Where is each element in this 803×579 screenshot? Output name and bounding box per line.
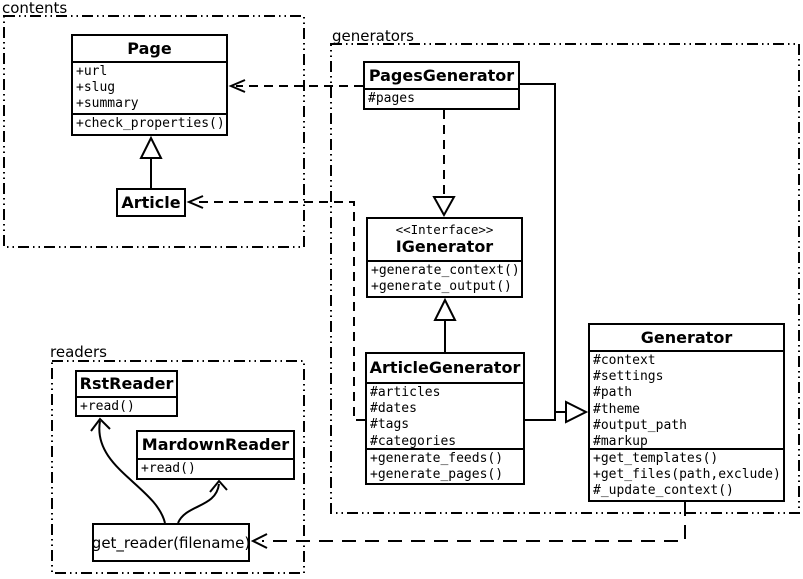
inheritance-arrow-article-to-page [139, 135, 163, 188]
attribute: #markup [593, 434, 648, 450]
open-arrowhead-icon [228, 79, 246, 93]
package-label-contents: contents [2, 0, 68, 17]
class-igenerator-methods: +generate_context() +generate_output() [368, 262, 521, 296]
class-pagesgenerator-name: PagesGenerator [365, 63, 518, 90]
dependency-arrow-articlegenerator-to-article [186, 195, 365, 421]
attribute: #pages [368, 91, 415, 106]
hollow-triangle-icon [433, 297, 457, 321]
package-label-readers: readers [50, 343, 107, 361]
attribute: #dates [370, 401, 417, 417]
method: +get_files(path,exclude) [593, 467, 781, 483]
class-generator-name: Generator [590, 325, 783, 352]
attribute: +summary [76, 96, 139, 112]
method: +generate_feeds() [370, 451, 504, 466]
open-arrowhead-icon [90, 417, 111, 432]
stereotype-label: <<Interface>> [395, 222, 494, 237]
class-page: Page +url +slug +summary +check_properti… [71, 34, 228, 136]
attribute: #output_path [593, 417, 687, 433]
attribute: #categories [370, 433, 457, 449]
attribute: #path [593, 385, 633, 401]
class-igenerator-name: <<Interface>> IGenerator [368, 219, 521, 262]
class-name-text: IGenerator [395, 237, 494, 256]
method: +generate_context() [371, 263, 520, 278]
method: +get_templates() [593, 451, 719, 466]
method: +read() [141, 461, 196, 476]
hollow-triangle-icon [139, 135, 163, 159]
class-page-name: Page [73, 36, 226, 63]
class-articlegenerator-name: ArticleGenerator [367, 354, 523, 384]
class-rstreader-name: RstReader [77, 372, 176, 398]
dashed-line [194, 201, 365, 421]
line-from-pagesgenerator [520, 83, 565, 413]
class-article: Article [116, 188, 186, 217]
attribute: +slug [76, 80, 116, 96]
curve [98, 420, 166, 524]
inheritance-arrow-articlegenerator-to-igenerator [433, 297, 457, 352]
method: +read() [80, 399, 135, 414]
dashed-line [262, 502, 686, 542]
class-mardownreader: MardownReader +read() [136, 430, 295, 480]
class-generator-methods: +get_templates() +get_files(path,exclude… [590, 450, 783, 500]
open-arrowhead-icon [186, 195, 204, 209]
call-arrow-getreader-to-mardownreader [177, 479, 228, 524]
dependency-arrow-pagesgenerator-to-page [228, 79, 363, 93]
class-articlegenerator-attributes: #articles #dates #tags #categories [367, 384, 523, 450]
attribute: #theme [593, 401, 640, 417]
attribute: #context [593, 353, 656, 368]
hollow-triangle-icon [565, 400, 589, 424]
attribute: #tags [370, 417, 410, 433]
method: +check_properties() [76, 116, 225, 131]
class-article-name: Article [121, 192, 181, 212]
package-border-generators [330, 43, 800, 514]
call-arrow-getreader-to-rstreader [90, 417, 166, 524]
attribute: +url [76, 64, 108, 79]
class-generator-attributes: #context #settings #path #theme #output_… [590, 352, 783, 450]
attribute: #articles [370, 385, 441, 400]
class-mardownreader-name: MardownReader [138, 432, 293, 460]
class-igenerator: <<Interface>> IGenerator +generate_conte… [366, 217, 523, 298]
line-from-articlegenerator [525, 412, 556, 421]
class-rstreader: RstReader +read() [75, 370, 178, 417]
open-arrowhead-icon [250, 533, 268, 549]
hollow-triangle-icon [432, 196, 456, 218]
attribute: #settings [593, 369, 664, 385]
class-pagesgenerator: PagesGenerator #pages [363, 61, 520, 110]
method: +generate_pages() [370, 467, 504, 483]
package-label-generators: generators [332, 27, 414, 45]
class-mardownreader-methods: +read() [138, 460, 293, 478]
inheritance-arrow-generators-to-generator [520, 83, 589, 424]
class-page-attributes: +url +slug +summary [73, 63, 226, 115]
function-get-reader: get_reader(filename) [92, 523, 250, 562]
curve [177, 483, 220, 524]
method: #_update_context() [593, 483, 734, 499]
dependency-arrow-generator-to-getreader [250, 502, 686, 549]
method: +generate_output() [371, 279, 512, 295]
class-articlegenerator: ArticleGenerator #articles #dates #tags … [365, 352, 525, 485]
function-get-reader-label: get_reader(filename) [92, 533, 250, 552]
class-generator: Generator #context #settings #path #them… [588, 323, 785, 502]
class-articlegenerator-methods: +generate_feeds() +generate_pages() [367, 450, 523, 483]
realization-arrow-pagesgenerator-to-igenerator [432, 110, 456, 218]
class-page-methods: +check_properties() [73, 115, 226, 134]
class-pagesgenerator-attributes: #pages [365, 90, 518, 108]
package-border-contents [3, 15, 305, 248]
package-border-readers [51, 360, 305, 574]
class-rstreader-methods: +read() [77, 398, 176, 415]
open-arrowhead-icon [209, 479, 228, 493]
